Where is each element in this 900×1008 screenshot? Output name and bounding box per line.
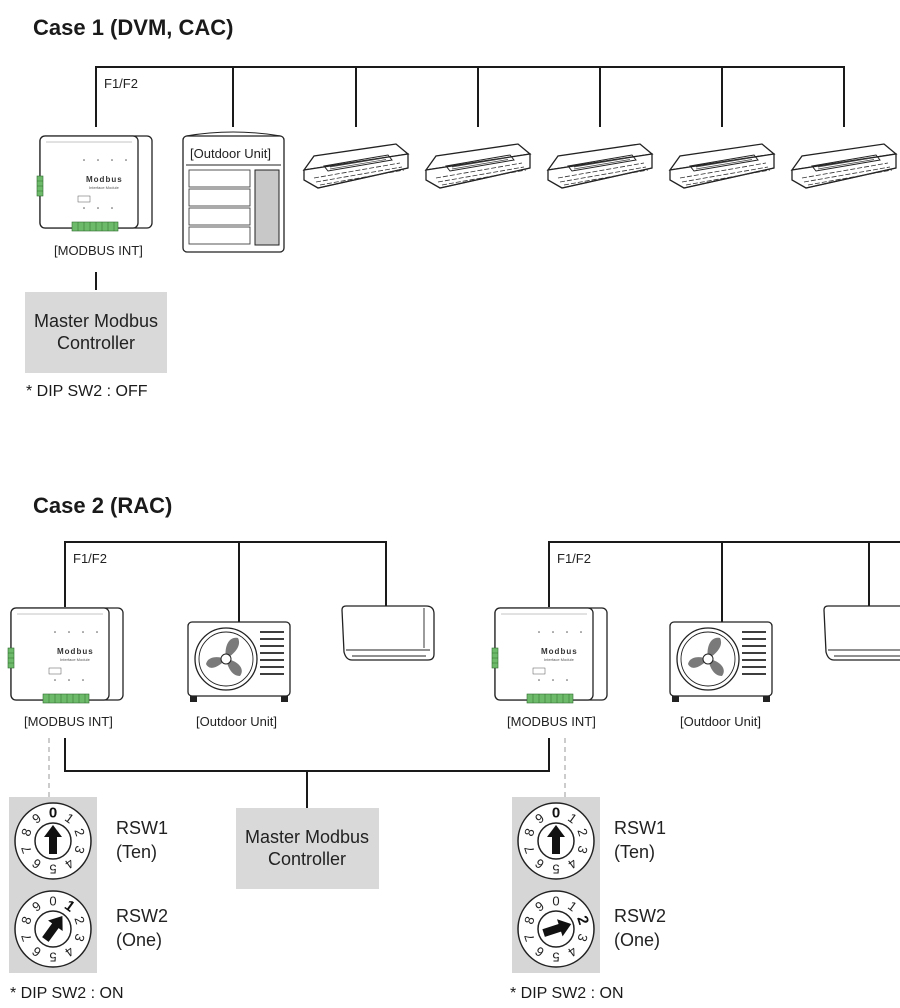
dial-digit: 8 (521, 827, 538, 839)
dial-digit: 5 (552, 950, 559, 965)
case1-indoor-cassette (669, 143, 775, 189)
dial-digit: 8 (18, 827, 35, 839)
case2-controller-line2: Controller (268, 849, 346, 869)
dial-digit: 7 (521, 932, 538, 944)
dial-digit: 0 (49, 894, 56, 909)
module-subtitle: Interface Module (60, 657, 91, 662)
dial-digit: 0 (552, 894, 559, 909)
case2-group2-bus (548, 541, 900, 622)
case2-group2-rsw1-label: RSW1 (614, 818, 666, 838)
case2-group1-bus-label: F1/F2 (73, 551, 107, 566)
case1-outdoor-unit: [Outdoor Unit] (182, 131, 285, 253)
dial-digit: 3 (71, 844, 88, 856)
case2-group1-wall-unit (341, 605, 435, 661)
case2-group1-dip-note: * DIP SW2 : ON (10, 985, 124, 1002)
dial-digit: 5 (49, 862, 56, 877)
module-subtitle: Interface Module (544, 657, 575, 662)
case2-group1-rsw1-sub: (Ten) (116, 842, 157, 862)
case2-group1-outdoor-label: [Outdoor Unit] (196, 714, 277, 729)
module-subtitle: Interface Module (89, 185, 120, 190)
case2-group2-bus-label: F1/F2 (557, 551, 591, 566)
dial-digit: 8 (18, 915, 35, 927)
dial-pointer-arrow (44, 825, 62, 854)
case2-controller-line1: Master Modbus (245, 827, 369, 847)
dial-digit: 5 (49, 950, 56, 965)
case1-modbus-interface: Modbus Interface Module (36, 135, 153, 232)
dial-digit: 7 (18, 932, 35, 944)
case2-group1-modbus-interface: Modbus Interface Module (7, 607, 124, 704)
dial-digit: 7 (18, 844, 35, 856)
dial-digit: 0 (552, 805, 560, 822)
case2-group2-modbus-interface: Modbus Interface Module (491, 607, 608, 704)
case2-switch-links (48, 738, 566, 797)
dial-digit: 2 (71, 827, 88, 839)
dial-digit: 5 (552, 862, 559, 877)
case2-group1-bus (64, 541, 387, 622)
dial-pointer-arrow (42, 916, 63, 942)
case2-master-controller: Master Modbus Controller (236, 808, 379, 889)
dial-digit: 8 (521, 915, 538, 927)
dial-digit: 3 (574, 844, 591, 856)
case2-group2-rsw2-label: RSW2 (614, 906, 666, 926)
case2-group1-rsw2-sub: (One) (116, 930, 162, 950)
dial-digit: 0 (49, 805, 57, 822)
case2-group2-wall-unit (823, 605, 900, 661)
case1-indoor-cassette (791, 143, 897, 189)
dial-digit: 3 (574, 932, 591, 944)
case2-group1-modbus-label: [MODBUS INT] (24, 714, 113, 729)
case1-outdoor-label: [Outdoor Unit] (190, 146, 271, 161)
dial-digit: 2 (574, 827, 591, 839)
case1-controller-line1: Master Modbus (34, 311, 158, 331)
module-brand: Modbus (541, 647, 578, 656)
case2-group2-rsw1-sub: (Ten) (614, 842, 655, 862)
case1-bus (95, 66, 845, 290)
case1-dip-note: * DIP SW2 : OFF (26, 383, 148, 400)
case1-indoor-units (303, 143, 897, 189)
case1-modbus-label: [MODBUS INT] (54, 243, 143, 258)
case1-bus-label: F1/F2 (104, 76, 138, 91)
dial-digit: 3 (71, 932, 88, 944)
case1-indoor-cassette (303, 143, 409, 189)
case2-group1-outdoor-unit (187, 621, 291, 703)
case1-controller-line2: Controller (57, 333, 135, 353)
dial-pointer-arrow (547, 825, 565, 854)
case2-group2-outdoor-label: [Outdoor Unit] (680, 714, 761, 729)
case2-title: Case 2 (RAC) (33, 493, 172, 518)
case2-group2-rsw2-sub: (One) (614, 930, 660, 950)
case2-group1-rsw1-label: RSW1 (116, 818, 168, 838)
dial-pointer-arrow (542, 919, 572, 937)
dial-digit: 7 (521, 844, 538, 856)
case2-group2-outdoor-unit (669, 621, 773, 703)
case1-title: Case 1 (DVM, CAC) (33, 15, 233, 40)
module-brand: Modbus (57, 647, 94, 656)
case2-controller-bus (64, 738, 550, 808)
module-brand: Modbus (86, 175, 123, 184)
case2-group2-modbus-label: [MODBUS INT] (507, 714, 596, 729)
case1-master-controller: Master Modbus Controller (25, 292, 167, 373)
case1-indoor-cassette (547, 143, 653, 189)
dial-digit: 2 (71, 915, 88, 927)
case2-group2-dip-note: * DIP SW2 : ON (510, 985, 624, 1002)
case2-group1-rsw2-label: RSW2 (116, 906, 168, 926)
case1-indoor-cassette (425, 143, 531, 189)
